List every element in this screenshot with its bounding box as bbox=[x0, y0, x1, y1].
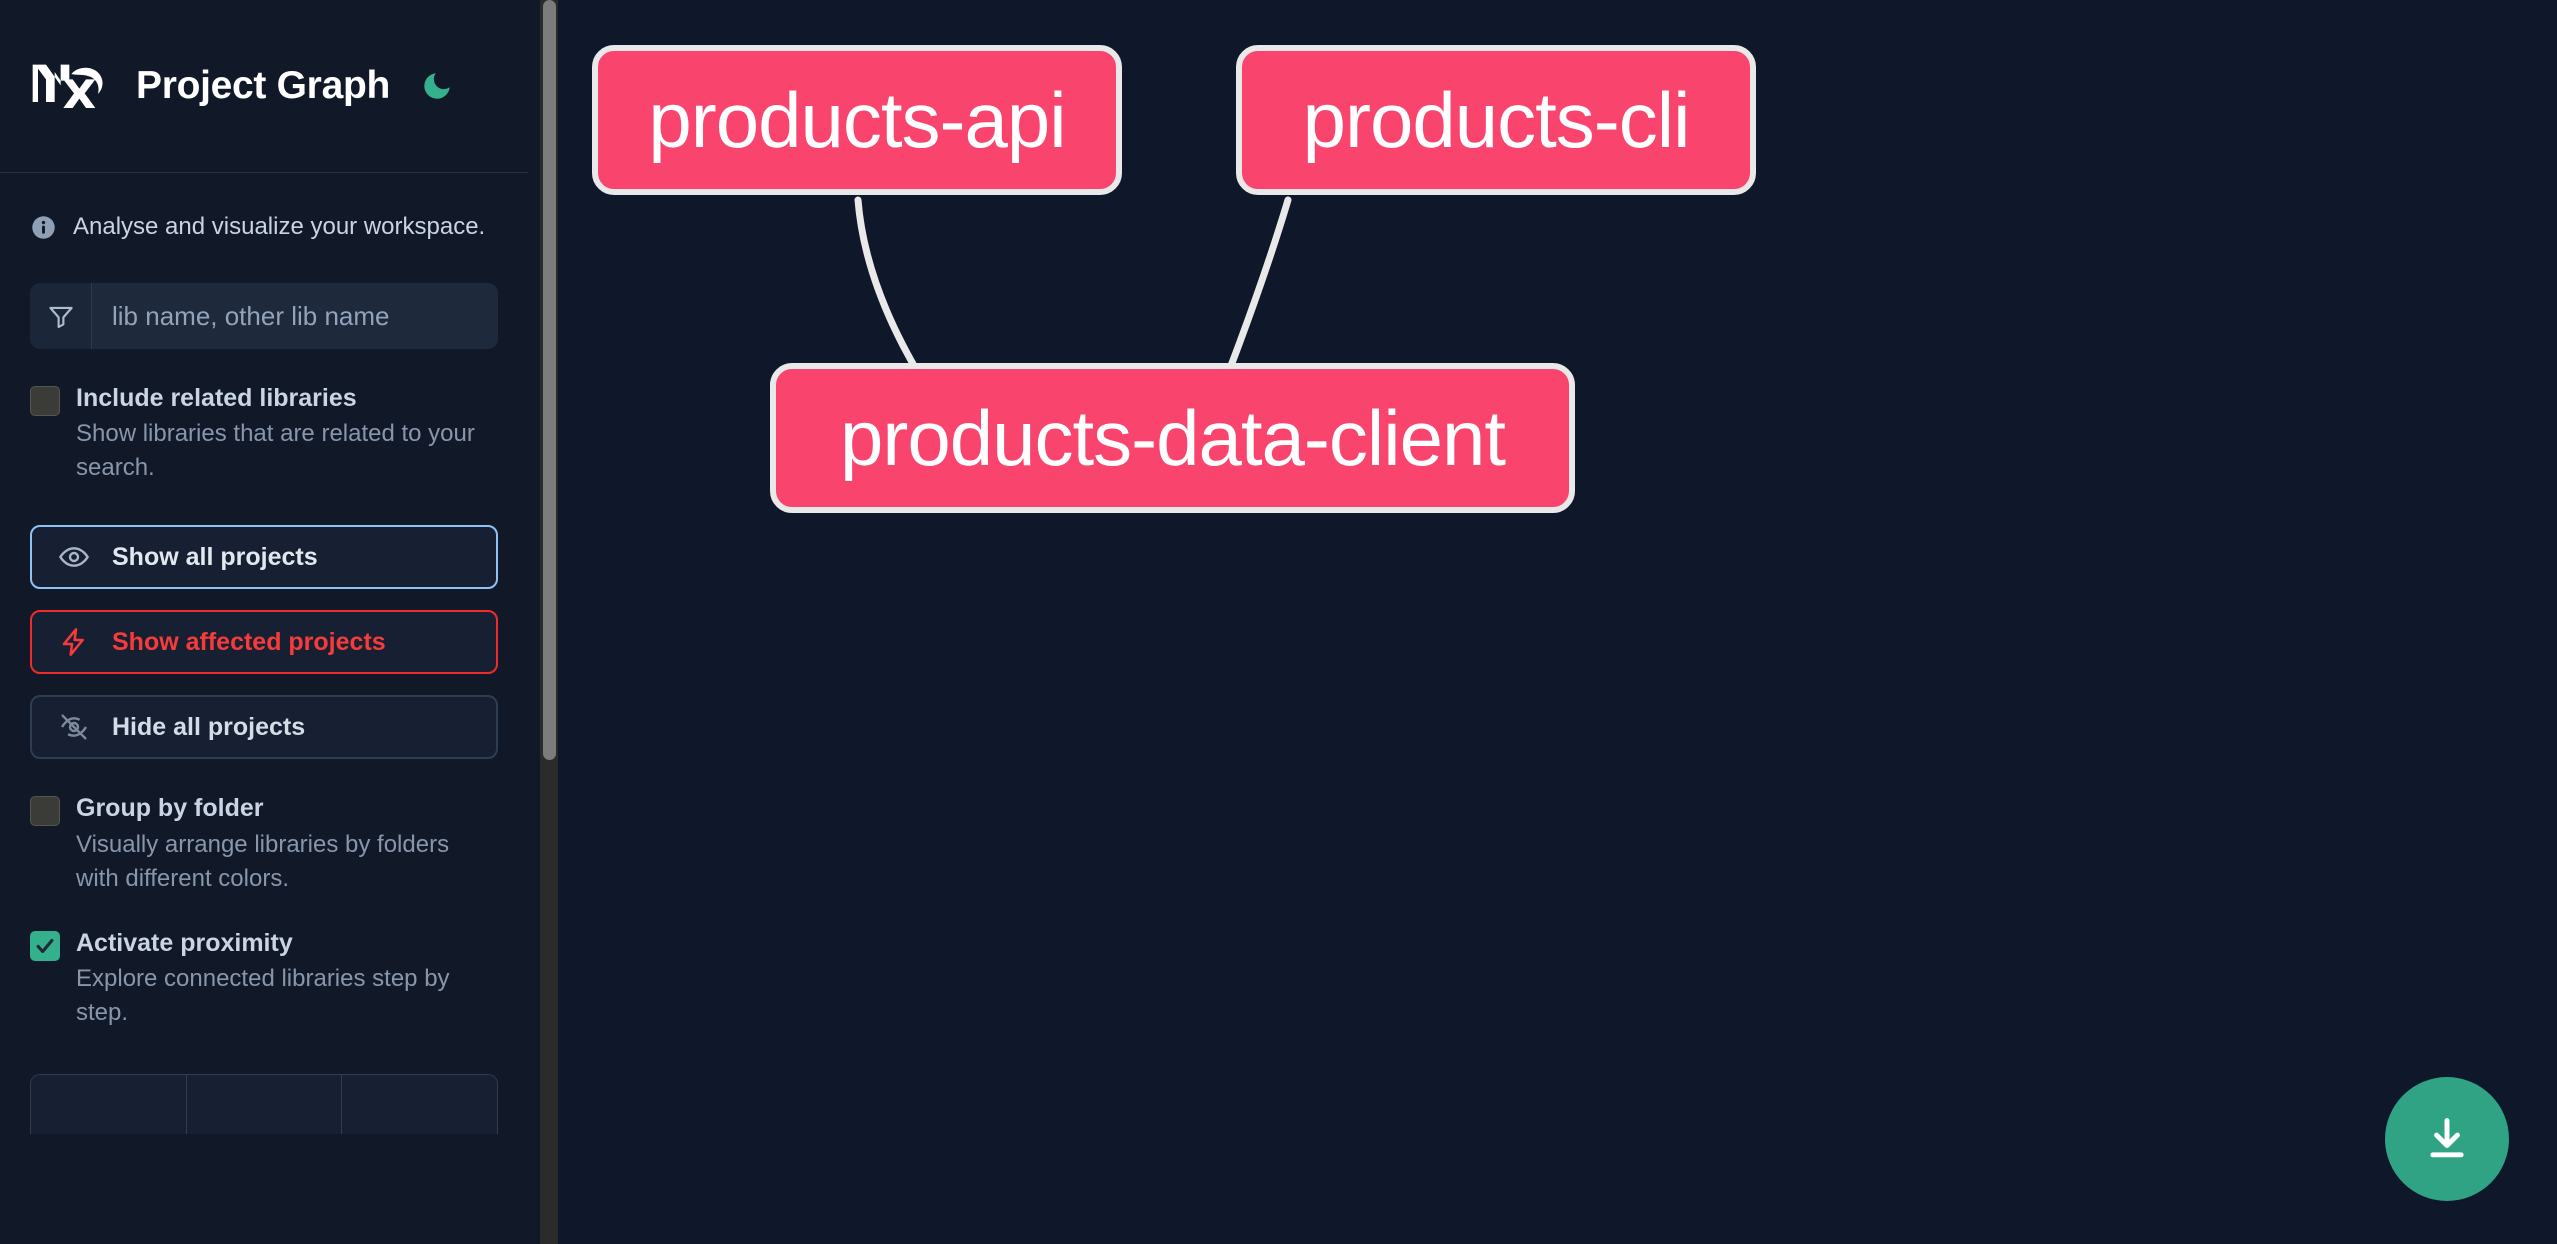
activate-proximity-checkbox[interactable] bbox=[30, 930, 60, 961]
eye-icon bbox=[59, 547, 89, 568]
tagline-text: Analyse and visualize your workspace. bbox=[73, 213, 486, 240]
segment-3[interactable] bbox=[342, 1075, 497, 1135]
checkmark-icon bbox=[36, 938, 54, 953]
search-input[interactable] bbox=[92, 283, 498, 349]
search-bar bbox=[30, 283, 498, 349]
option-label: Activate proximity bbox=[76, 928, 293, 957]
graph-node-products-data-client[interactable]: products-data-client bbox=[770, 363, 1575, 513]
option-include-related-libraries[interactable]: Include related libraries Show libraries… bbox=[30, 383, 498, 485]
info-icon bbox=[32, 215, 55, 239]
option-label: Group by folder bbox=[76, 794, 264, 823]
funnel-icon bbox=[48, 306, 73, 329]
eye-off-icon bbox=[60, 714, 88, 740]
option-texts: Include related libraries Show libraries… bbox=[76, 383, 498, 485]
option-activate-proximity[interactable]: Activate proximity Explore connected lib… bbox=[30, 928, 498, 1030]
sidebar-scrollbar[interactable] bbox=[540, 0, 558, 1244]
download-graph-button[interactable] bbox=[2385, 1077, 2509, 1201]
graph-node-products-cli[interactable]: products-cli bbox=[1236, 45, 1756, 195]
text-filter-segmented-control[interactable] bbox=[30, 1074, 498, 1135]
sidebar-body: Analyse and visualize your workspace. In… bbox=[0, 213, 528, 1135]
sidebar-scrollbar-thumb[interactable] bbox=[543, 0, 556, 760]
moon-icon[interactable] bbox=[420, 69, 454, 103]
graph-canvas[interactable]: products-api products-cli products-data-… bbox=[558, 0, 2557, 1244]
page-title: Project Graph bbox=[136, 64, 390, 107]
option-texts: Activate proximity Explore connected lib… bbox=[76, 928, 498, 1030]
search-icon-box bbox=[30, 283, 92, 349]
sidebar-scroll-content: Project Graph Analyse and visualize your… bbox=[0, 0, 558, 1244]
hide-all-projects-label: Hide all projects bbox=[112, 712, 306, 741]
option-description: Visually arrange libraries by folders wi… bbox=[76, 830, 450, 892]
segment-1[interactable] bbox=[31, 1075, 187, 1135]
download-icon bbox=[2430, 1118, 2464, 1158]
show-all-projects-button[interactable]: Show all projects bbox=[30, 525, 498, 590]
project-visibility-buttons: Show all projects Show affected projects bbox=[30, 525, 498, 760]
graph-node-products-api[interactable]: products-api bbox=[592, 45, 1122, 195]
show-affected-projects-button[interactable]: Show affected projects bbox=[30, 610, 498, 675]
group-by-folder-checkbox[interactable] bbox=[30, 796, 60, 827]
option-label: Include related libraries bbox=[76, 384, 357, 412]
sidebar-header: Project Graph bbox=[0, 0, 528, 173]
tagline-row: Analyse and visualize your workspace. bbox=[30, 213, 498, 241]
show-all-projects-label: Show all projects bbox=[112, 542, 318, 571]
sidebar: Project Graph Analyse and visualize your… bbox=[0, 0, 558, 1244]
hide-all-projects-button[interactable]: Hide all projects bbox=[30, 695, 498, 760]
segment-2[interactable] bbox=[186, 1075, 343, 1135]
option-description: Show libraries that are related to your … bbox=[76, 420, 475, 482]
option-group-by-folder[interactable]: Group by folder Visually arrange librari… bbox=[30, 793, 498, 895]
lightning-bolt-icon bbox=[62, 628, 84, 657]
option-description: Explore connected libraries step by step… bbox=[76, 965, 450, 1027]
include-related-libraries-checkbox[interactable] bbox=[30, 386, 60, 416]
option-texts: Group by folder Visually arrange librari… bbox=[76, 793, 498, 895]
nx-logo-icon bbox=[32, 64, 103, 108]
show-affected-projects-label: Show affected projects bbox=[112, 627, 386, 656]
